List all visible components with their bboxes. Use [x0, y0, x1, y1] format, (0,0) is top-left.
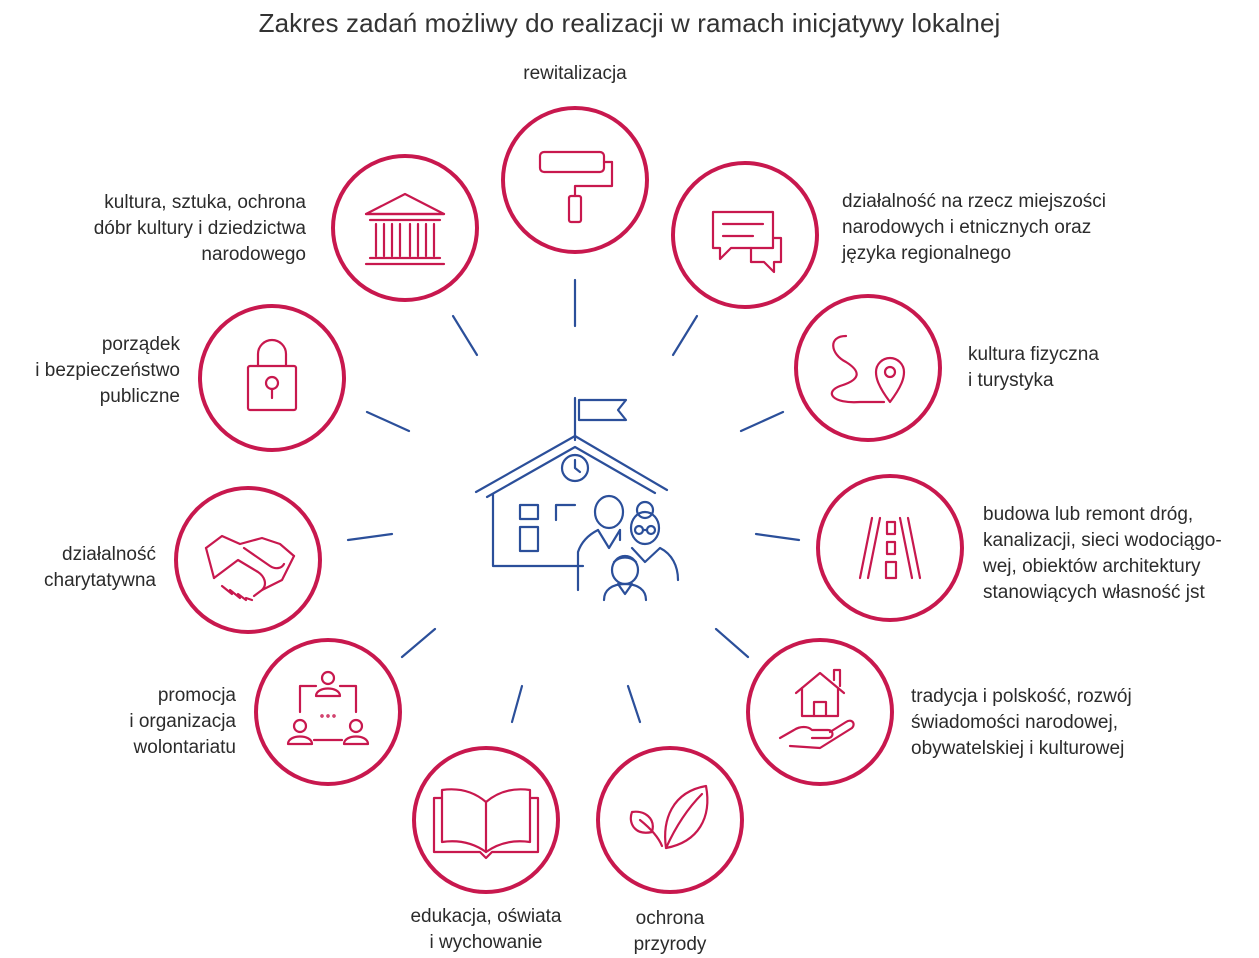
icon-circles [174, 106, 964, 894]
route-pin-icon [830, 334, 906, 404]
connector-line [739, 410, 785, 433]
circle-charytatywna [174, 486, 322, 634]
label-mniejszosci: działalność na rzecz miejszości narodowy… [842, 191, 1106, 264]
label-rewitalizacja: rewitalizacja [523, 63, 627, 84]
connector-line [671, 314, 699, 357]
handshake-icon [204, 534, 296, 602]
open-book-icon [432, 788, 540, 860]
label-tradycja: tradycja i polskość, rozwój świadomości … [911, 686, 1132, 759]
paint-roller-icon [538, 150, 614, 224]
label-turystyka: kultura fizyczna i turystyka [968, 344, 1099, 391]
label-charytatywna: działalność charytatywna [44, 544, 156, 591]
circle-turystyka [794, 294, 942, 442]
label-edukacja: edukacja, oświata i wychowanie [410, 906, 562, 953]
circle-przyroda [596, 746, 744, 894]
circle-wolontariat [254, 638, 402, 786]
label-drogi: budowa lub remont dróg, kanalizacji, sie… [983, 504, 1222, 603]
connector-line [754, 532, 801, 542]
chat-bubbles-icon [711, 210, 783, 274]
circle-drogi [816, 474, 964, 622]
circle-tradycja [746, 638, 894, 786]
connector-line [451, 314, 479, 357]
volunteer-network-icon [286, 670, 370, 746]
circle-kultura [331, 154, 479, 302]
diagram-title: Zakres zadań możliwy do realizacji w ram… [258, 8, 1001, 38]
connector-line [400, 627, 437, 659]
label-porzadek: porządek i bezpieczeństwo publiczne [35, 334, 180, 407]
circle-rewitalizacja [501, 106, 649, 254]
label-kultura: kultura, sztuka, ochrona dóbr kultury i … [93, 192, 306, 265]
padlock-icon [246, 338, 298, 412]
connector-line [714, 627, 750, 659]
leaf-icon [629, 784, 709, 850]
museum-icon [364, 192, 446, 266]
connector-line [346, 532, 394, 542]
connector-line [510, 684, 524, 724]
house-in-hand-icon [778, 668, 855, 750]
connector-lines [346, 278, 801, 724]
road-icon [858, 516, 922, 580]
label-przyroda: ochrona przyrody [633, 908, 707, 955]
community-house-icon [474, 396, 680, 602]
connector-line [626, 684, 642, 724]
label-wolontariat: promocja i organizacja wolontariatu [129, 685, 236, 758]
connector-line [365, 410, 411, 433]
